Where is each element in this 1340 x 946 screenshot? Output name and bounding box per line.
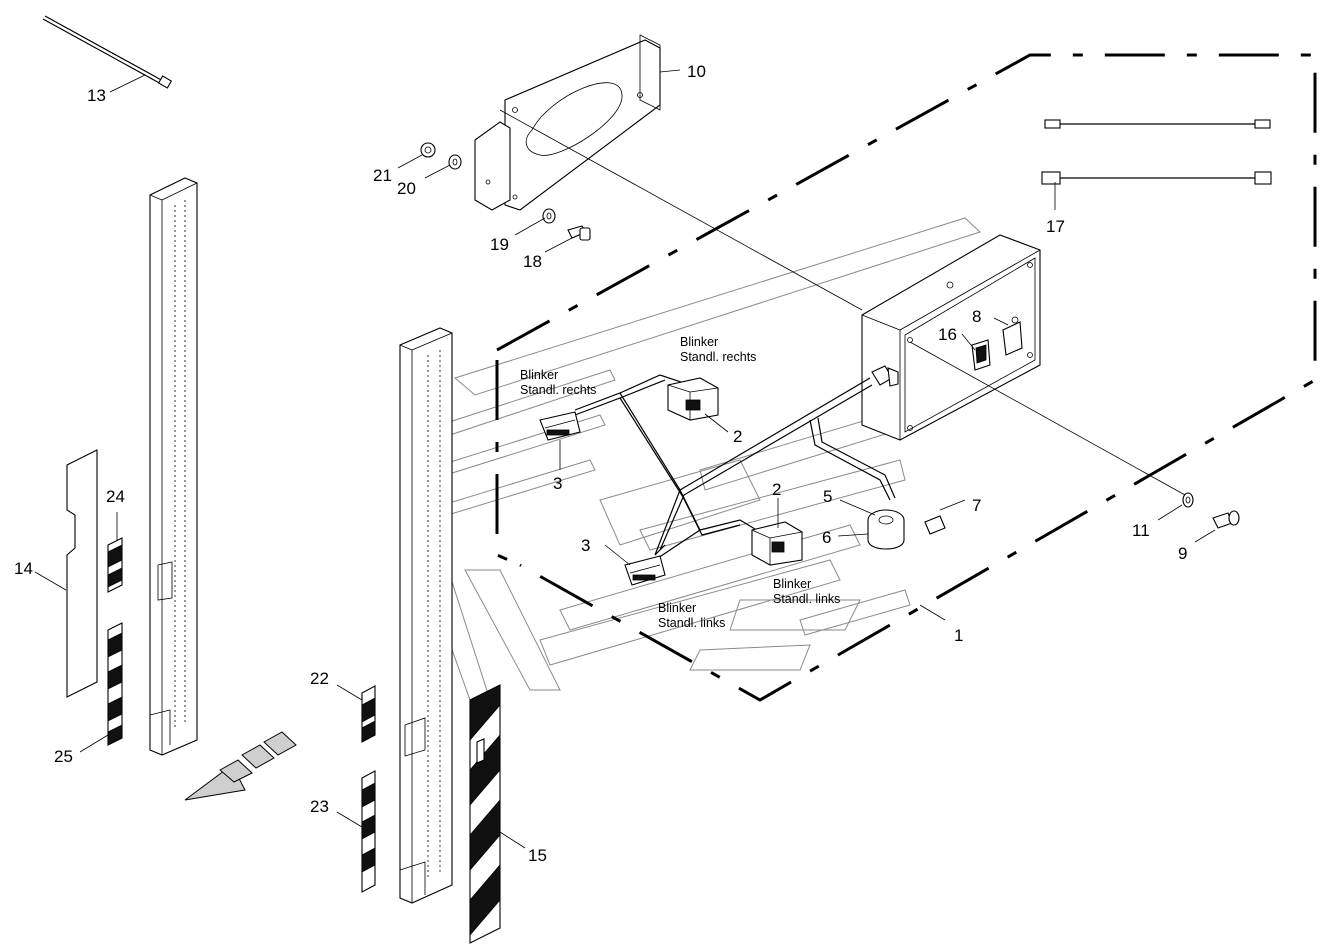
- screw-9: [1212, 510, 1240, 529]
- label-7: 7: [972, 496, 981, 515]
- bolt-18: [567, 225, 591, 241]
- nut-21: [420, 142, 436, 158]
- connector-2-lower: [751, 521, 803, 566]
- label-3-lower: 3: [581, 536, 590, 555]
- connector-annotations: Blinker Standl. rechts Blinker Standl. r…: [520, 335, 840, 630]
- label-20: 20: [397, 179, 416, 198]
- control-box: [861, 234, 1041, 441]
- annotation-left-left-line2: Standl. links: [658, 616, 725, 630]
- label-16: 16: [938, 325, 957, 344]
- connector-2-upper: [667, 377, 719, 421]
- label-2-lower: 2: [772, 480, 781, 499]
- label-1: 1: [954, 626, 963, 645]
- label-2-upper: 2: [733, 427, 742, 446]
- cable-tie-13: [42, 15, 173, 89]
- annotation-left-left-line1: Blinker: [658, 601, 696, 615]
- label-19: 19: [490, 235, 509, 254]
- label-24: 24: [106, 487, 125, 506]
- connector-3-upper: [539, 411, 581, 441]
- label-6: 6: [822, 528, 831, 547]
- right-post: [399, 327, 453, 904]
- label-23: 23: [310, 797, 329, 816]
- warning-panel-15: [469, 684, 501, 944]
- reflector-25: [107, 622, 123, 746]
- buzzer-5: [867, 509, 905, 550]
- cable-17: [1041, 119, 1272, 185]
- reflector-23: [361, 770, 376, 893]
- label-8: 8: [972, 307, 981, 326]
- annotation-front-left-line1: Blinker: [773, 577, 811, 591]
- label-11: 11: [1132, 521, 1150, 540]
- plug-7: [924, 515, 946, 535]
- label-9: 9: [1178, 544, 1187, 563]
- washer-19: [542, 208, 556, 224]
- label-15: 15: [528, 846, 547, 865]
- reflector-22: [361, 685, 376, 743]
- direction-arrow: [184, 731, 297, 801]
- label-14: 14: [14, 559, 33, 578]
- label-18: 18: [523, 252, 542, 271]
- label-22: 22: [310, 669, 329, 688]
- mounting-bracket-10: [474, 34, 661, 211]
- washer-20: [448, 154, 462, 170]
- sticker-14: [66, 449, 98, 698]
- annotation-left-right-line1: Blinker: [520, 368, 558, 382]
- leader-lines: [34, 69, 1216, 849]
- kit-boundary-line: [495, 53, 1317, 702]
- label-10: 10: [687, 62, 706, 81]
- annotation-rear-right-line2: Standl. rechts: [680, 350, 756, 364]
- washer-11: [1182, 492, 1194, 508]
- wiring-harness: [574, 365, 899, 561]
- label-17: 17: [1046, 217, 1065, 236]
- label-5: 5: [823, 487, 832, 506]
- label-13: 13: [87, 86, 106, 105]
- reflector-24: [107, 537, 123, 593]
- annotation-left-right-line2: Standl. rechts: [520, 383, 596, 397]
- label-21: 21: [373, 166, 392, 185]
- part-number-labels: 13 10 21 20 19 18 17 8 16 7 5 6 11 9 1 2…: [14, 62, 1187, 865]
- label-25: 25: [54, 747, 73, 766]
- left-post: [149, 177, 198, 756]
- annotation-rear-right-line1: Blinker: [680, 335, 718, 349]
- label-3-upper: 3: [553, 474, 562, 493]
- connector-3-lower: [624, 555, 666, 586]
- annotation-front-left-line2: Standl. links: [773, 592, 840, 606]
